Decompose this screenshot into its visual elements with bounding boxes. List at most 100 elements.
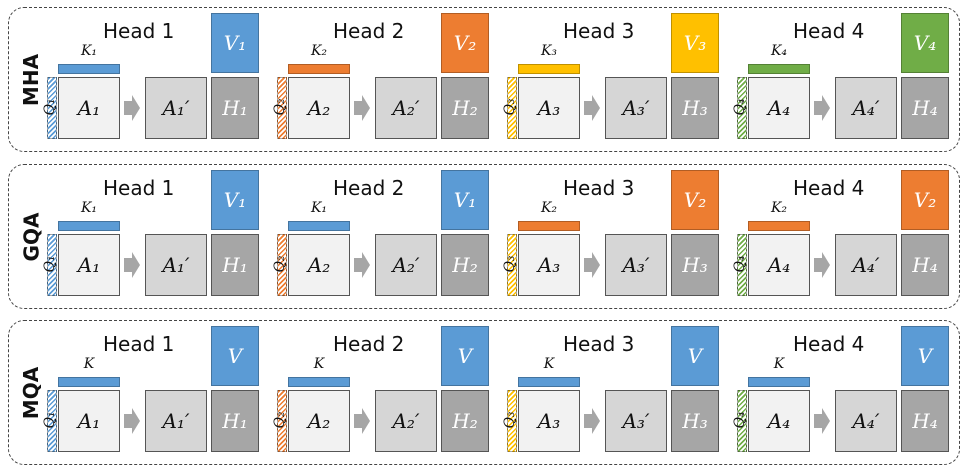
query-bar bbox=[277, 390, 287, 452]
head-title: Head 4 bbox=[793, 176, 865, 200]
key-label: K₂ bbox=[770, 200, 788, 216]
query-bar bbox=[737, 77, 747, 139]
value-box: V bbox=[671, 326, 719, 386]
row-label-text: GQA bbox=[19, 212, 43, 261]
query-label: Q₃ bbox=[502, 98, 518, 116]
key-bar bbox=[58, 377, 120, 387]
key-bar bbox=[518, 64, 580, 74]
head-title: Head 1 bbox=[103, 19, 175, 43]
key-bar bbox=[748, 377, 810, 387]
attention-scores-box: A₁ bbox=[58, 77, 120, 139]
key-bar bbox=[518, 377, 580, 387]
head-output-box: H₁ bbox=[211, 234, 259, 296]
head-output-box: H₂ bbox=[441, 234, 489, 296]
arrow-right-icon bbox=[124, 95, 140, 121]
query-label: Q₃ bbox=[502, 255, 518, 273]
head-output-box: H₃ bbox=[671, 390, 719, 452]
query-label: Q₃ bbox=[502, 411, 518, 429]
query-bar bbox=[737, 234, 747, 296]
attention-weights-box: A₄′ bbox=[835, 77, 897, 139]
head-title: Head 2 bbox=[333, 176, 405, 200]
head-output-box: H₂ bbox=[441, 390, 489, 452]
attention-weights-box: A₄′ bbox=[835, 234, 897, 296]
row-label-text: MHA bbox=[19, 53, 43, 106]
arrow-right-icon bbox=[354, 95, 370, 121]
attention-scores-box: A₃ bbox=[518, 77, 580, 139]
key-label: K₁ bbox=[80, 43, 98, 59]
value-box: V₁ bbox=[441, 170, 489, 230]
arrow-right-icon bbox=[354, 252, 370, 278]
value-box: V₄ bbox=[901, 13, 949, 73]
attention-scores-box: A₄ bbox=[748, 234, 810, 296]
key-label: K bbox=[543, 356, 555, 372]
key-label: K₄ bbox=[770, 43, 788, 59]
attention-weights-box: A₁′ bbox=[145, 77, 207, 139]
panel-0 bbox=[8, 7, 960, 152]
value-box: V₂ bbox=[671, 170, 719, 230]
panel-2 bbox=[8, 320, 960, 465]
attention-scores-box: A₄ bbox=[748, 77, 810, 139]
value-box: V₃ bbox=[671, 13, 719, 73]
key-label: K₂ bbox=[310, 43, 328, 59]
arrow-right-icon bbox=[124, 408, 140, 434]
key-bar bbox=[288, 64, 350, 74]
attention-scores-box: A₂ bbox=[288, 77, 350, 139]
head-output-box: H₃ bbox=[671, 77, 719, 139]
head-title: Head 3 bbox=[563, 332, 635, 356]
key-label: K₁ bbox=[80, 200, 98, 216]
attention-scores-box: A₃ bbox=[518, 234, 580, 296]
head-title: Head 1 bbox=[103, 332, 175, 356]
attention-scores-box: A₂ bbox=[288, 234, 350, 296]
query-label: Q₁ bbox=[42, 98, 58, 116]
value-box: V bbox=[901, 326, 949, 386]
attention-scores-box: A₁ bbox=[58, 390, 120, 452]
query-bar bbox=[47, 77, 57, 139]
value-box: V₂ bbox=[441, 13, 489, 73]
attention-weights-box: A₃′ bbox=[605, 234, 667, 296]
query-bar bbox=[507, 390, 517, 452]
key-label: K₁ bbox=[310, 200, 328, 216]
head-title: Head 1 bbox=[103, 176, 175, 200]
attention-scores-box: A₂ bbox=[288, 390, 350, 452]
key-bar bbox=[748, 221, 810, 231]
arrow-right-icon bbox=[584, 408, 600, 434]
value-box: V₂ bbox=[901, 170, 949, 230]
row-label-text: MQA bbox=[19, 366, 44, 419]
attention-weights-box: A₂′ bbox=[375, 234, 437, 296]
key-label: K bbox=[83, 356, 95, 372]
query-bar bbox=[277, 234, 287, 296]
arrow-right-icon bbox=[814, 252, 830, 278]
query-bar bbox=[47, 234, 57, 296]
query-bar bbox=[47, 390, 57, 452]
value-box: V₁ bbox=[211, 13, 259, 73]
value-box: V₁ bbox=[211, 170, 259, 230]
panel-1 bbox=[8, 164, 960, 309]
key-label: K bbox=[313, 356, 325, 372]
head-output-box: H₁ bbox=[211, 390, 259, 452]
query-bar bbox=[737, 390, 747, 452]
key-bar bbox=[748, 64, 810, 74]
attention-weights-box: A₄′ bbox=[835, 390, 897, 452]
attention-scores-box: A₁ bbox=[58, 234, 120, 296]
head-output-box: H₄ bbox=[901, 390, 949, 452]
key-bar bbox=[58, 64, 120, 74]
query-label: Q₄ bbox=[732, 411, 748, 429]
head-title: Head 2 bbox=[333, 19, 405, 43]
row-label: MHA bbox=[14, 7, 48, 152]
head-title: Head 2 bbox=[333, 332, 405, 356]
head-output-box: H₄ bbox=[901, 234, 949, 296]
arrow-right-icon bbox=[354, 408, 370, 434]
query-label: Q₄ bbox=[732, 255, 748, 273]
value-box: V bbox=[211, 326, 259, 386]
key-label: K₃ bbox=[540, 43, 558, 59]
key-label: K₂ bbox=[540, 200, 558, 216]
